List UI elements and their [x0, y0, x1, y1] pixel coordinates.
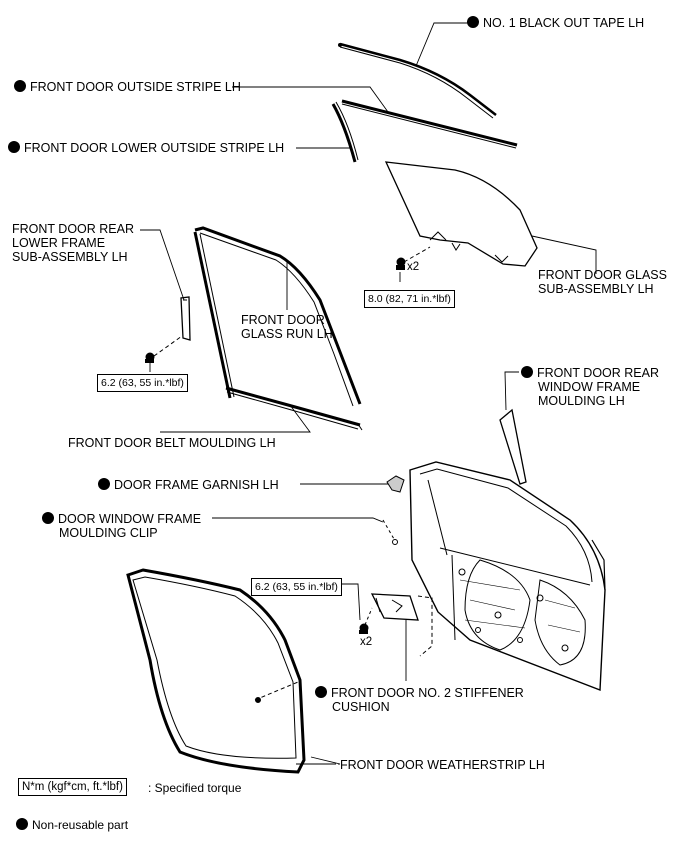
qty-cushion-bolt: x2	[360, 636, 373, 648]
label-outside-stripe: FRONT DOOR OUTSIDE STRIPE LH	[14, 80, 241, 94]
stiffener-cushion-part	[370, 593, 433, 657]
black-out-tape-part	[338, 42, 497, 119]
label-glass-run: FRONT DOOR GLASS RUN LH	[241, 313, 333, 341]
non-reusable-dot-icon	[521, 366, 533, 378]
cushion-bolt	[359, 607, 373, 634]
outside-stripe-part	[341, 99, 518, 149]
glass-run-part	[193, 226, 362, 407]
label-rear-window-frame-moulding: FRONT DOOR REAR WINDOW FRAME MOULDING LH	[521, 366, 659, 408]
glass-bolt	[396, 246, 431, 270]
torque-box-glass-bolt: 8.0 (82, 71 in.*lbf)	[364, 290, 455, 308]
torque-box-rear-frame-bolt: 6.2 (63, 55 in.*lbf)	[97, 374, 188, 392]
label-lower-outside-stripe: FRONT DOOR LOWER OUTSIDE STRIPE LH	[8, 141, 284, 155]
label-window-frame-clip: DOOR WINDOW FRAME MOULDING CLIP	[42, 512, 201, 540]
label-door-frame-garnish: DOOR FRAME GARNISH LH	[98, 478, 279, 492]
non-reusable-dot-icon	[8, 141, 20, 153]
label-belt-moulding: FRONT DOOR BELT MOULDING LH	[68, 436, 276, 450]
label-weatherstrip: FRONT DOOR WEATHERSTRIP LH	[340, 758, 545, 772]
label-rear-lower-frame: FRONT DOOR REAR LOWER FRAME SUB-ASSEMBLY…	[12, 222, 134, 264]
leader-lines	[140, 22, 597, 765]
lower-outside-stripe-part	[331, 101, 359, 163]
non-reusable-dot-icon	[14, 80, 26, 92]
rear-window-frame-moulding-part	[499, 408, 527, 485]
non-reusable-dot-icon	[42, 512, 54, 524]
torque-box-cushion-bolt: 6.2 (63, 55 in.*lbf)	[251, 578, 342, 596]
non-reusable-dot-icon	[16, 818, 28, 830]
door-glass-part	[384, 161, 538, 267]
weatherstrip-part	[126, 568, 306, 774]
non-reusable-dot-icon	[98, 478, 110, 490]
qty-glass-bolt: x2	[407, 261, 420, 273]
label-glass-subassembly: FRONT DOOR GLASS SUB-ASSEMBLY LH	[538, 268, 667, 296]
label-stiffener-cushion: FRONT DOOR NO. 2 STIFFENER CUSHION	[315, 686, 524, 714]
legend-non-reusable: Non-reusable part	[16, 818, 128, 832]
legend-torque-box: N*m (kgf*cm, ft.*lbf)	[18, 778, 127, 796]
non-reusable-dot-icon	[315, 686, 327, 698]
moulding-clip	[382, 519, 398, 545]
rear-frame-bolt	[145, 335, 183, 363]
label-black-out-tape: NO. 1 BLACK OUT TAPE LH	[467, 16, 644, 30]
door-panel-part	[409, 461, 606, 692]
rear-lower-frame-part	[180, 296, 191, 341]
non-reusable-dot-icon	[467, 16, 479, 28]
belt-moulding-part	[225, 386, 363, 431]
legend-torque-text: : Specified torque	[148, 781, 242, 795]
door-frame-garnish-part	[386, 475, 405, 493]
